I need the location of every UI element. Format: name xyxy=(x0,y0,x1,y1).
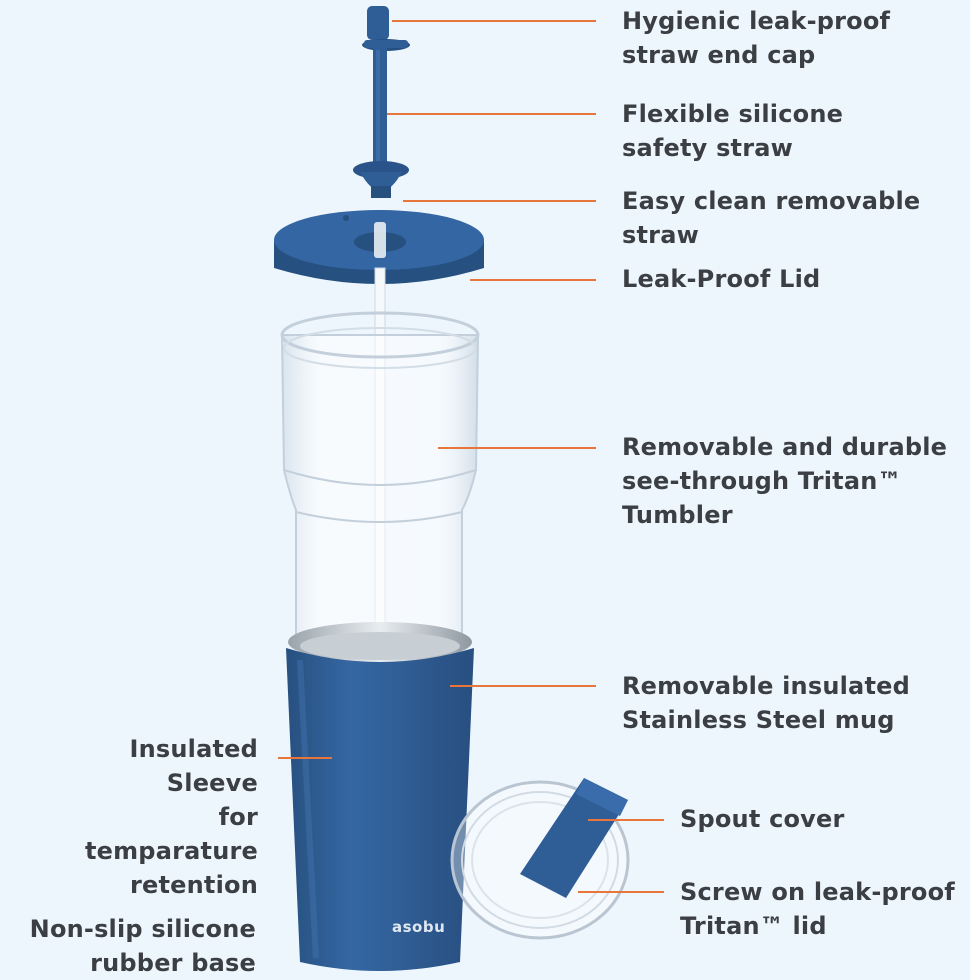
leader-straw-cap xyxy=(392,20,596,22)
leader-straw xyxy=(387,113,596,115)
label-straw: Flexible silicone safety straw xyxy=(622,100,844,162)
label-removable-straw: Easy clean removable straw xyxy=(622,187,921,249)
leader-tumbler xyxy=(438,447,596,449)
brand-logo: asobu xyxy=(392,918,446,936)
label-straw-cap: Hygienic leak-proof straw end cap xyxy=(622,7,891,69)
label-screw-lid: Screw on leak-proof Tritan™ lid xyxy=(680,878,955,940)
leak-proof-lid xyxy=(274,210,484,284)
label-mug: Removable insulated Stainless Steel mug xyxy=(622,672,910,734)
leader-screw-lid xyxy=(578,891,664,893)
label-tumbler: Removable and durable see-through Tritan… xyxy=(622,433,948,529)
leader-sleeve xyxy=(278,757,332,759)
spout-cover xyxy=(520,778,628,898)
leader-mug xyxy=(450,685,596,687)
straw-end-cap xyxy=(362,6,410,51)
steel-mug xyxy=(288,622,472,662)
label-base: Non-slip silicone rubber base xyxy=(29,915,256,977)
label-sleeve: Insulated Sleeve for temparature retenti… xyxy=(84,735,258,899)
leader-spout-cover xyxy=(588,819,664,821)
silicone-straw xyxy=(353,48,409,198)
tritan-tumbler xyxy=(280,311,480,641)
label-lid: Leak-Proof Lid xyxy=(622,265,821,293)
leader-lid xyxy=(470,279,596,281)
insulated-sleeve xyxy=(286,648,474,971)
label-spout-cover: Spout cover xyxy=(680,805,845,833)
leader-removable-straw xyxy=(403,200,596,202)
